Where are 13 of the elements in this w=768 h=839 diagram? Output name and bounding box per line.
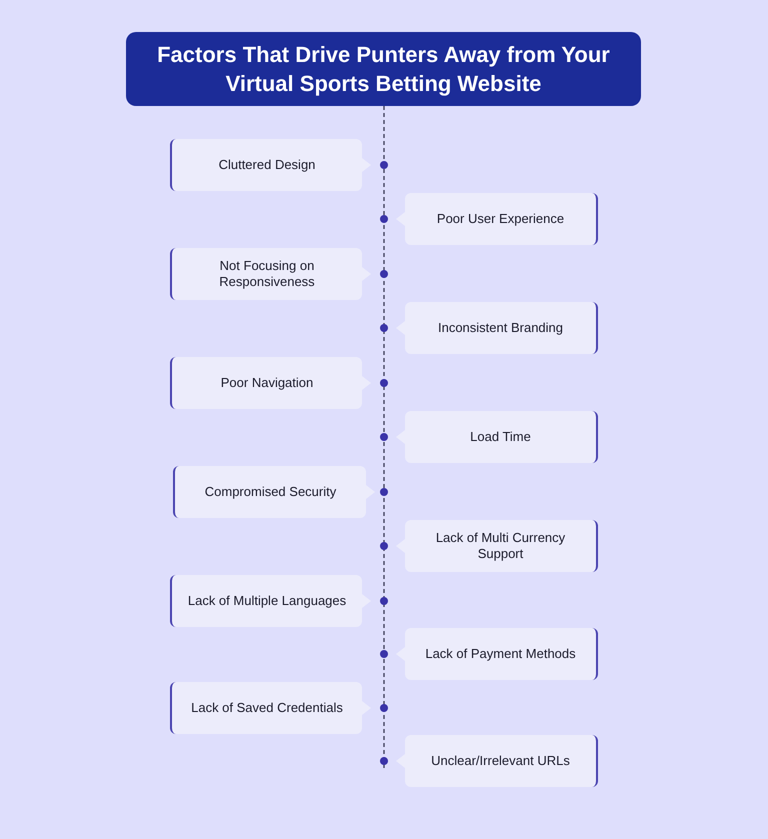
title-banner: Factors That Drive Punters Away from Your Virtual Sports Betting Website	[126, 32, 641, 106]
factor-box: Load Time	[405, 411, 598, 463]
factor-box: Lack of Multiple Languages	[170, 575, 362, 627]
factor-box: Compromised Security	[173, 466, 366, 518]
factor-box: Inconsistent Branding	[405, 302, 598, 354]
factor-box: Poor Navigation	[170, 357, 362, 409]
factor-box: Unclear/Irrelevant URLs	[405, 735, 598, 787]
factor-box: Cluttered Design	[170, 139, 362, 191]
factor-box: Not Focusing on Responsiveness	[170, 248, 362, 300]
factor-box: Poor User Experience	[405, 193, 598, 245]
factor-box: Lack of Multi Currency Support	[405, 520, 598, 572]
factor-box: Lack of Saved Credentials	[170, 682, 362, 734]
factor-box: Lack of Payment Methods	[405, 628, 598, 680]
